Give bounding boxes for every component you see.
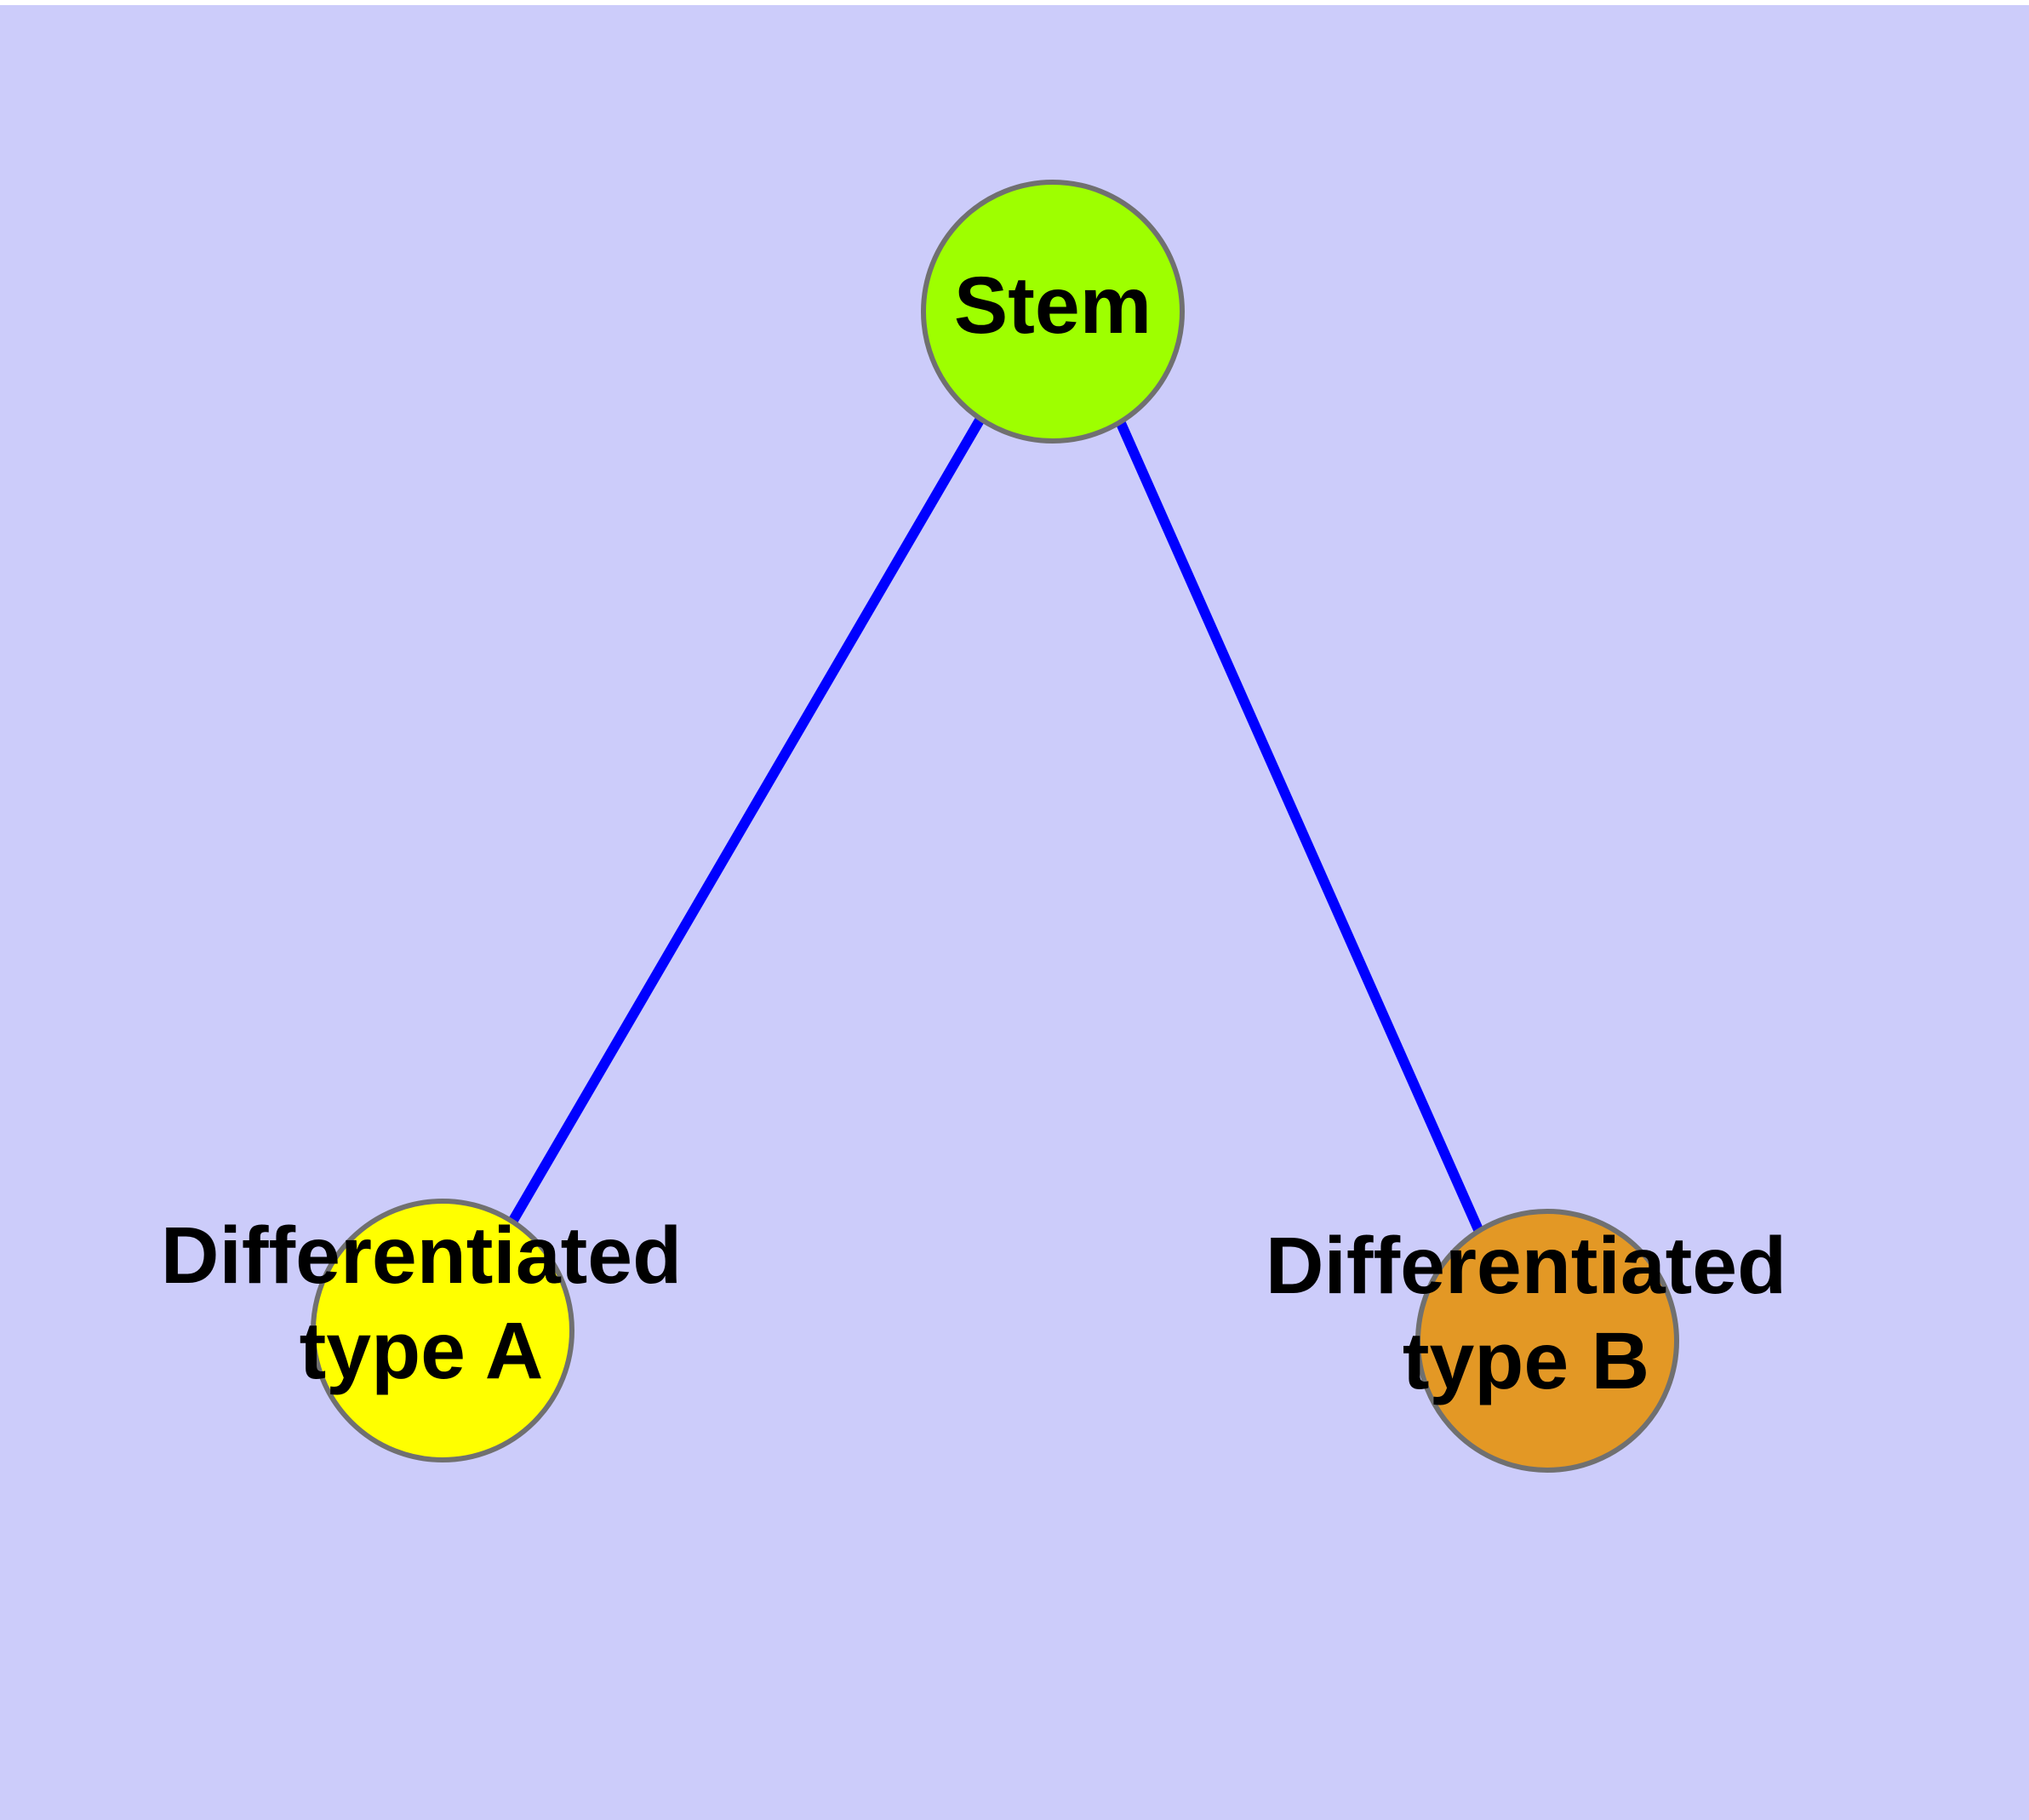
node-differentiated-type-b-circle[interactable] bbox=[1415, 1209, 1679, 1473]
node-stem-label: Stem bbox=[954, 260, 1152, 351]
node-stem[interactable]: Stem bbox=[921, 180, 1185, 444]
node-stem-circle[interactable] bbox=[921, 180, 1185, 444]
edge-group bbox=[506, 415, 1485, 1236]
node-differentiated-type-a-circle[interactable] bbox=[311, 1199, 574, 1462]
edge-stem-to-differentiated-type-a[interactable] bbox=[506, 415, 986, 1227]
edge-stem-to-differentiated-type-b[interactable] bbox=[1115, 419, 1485, 1236]
